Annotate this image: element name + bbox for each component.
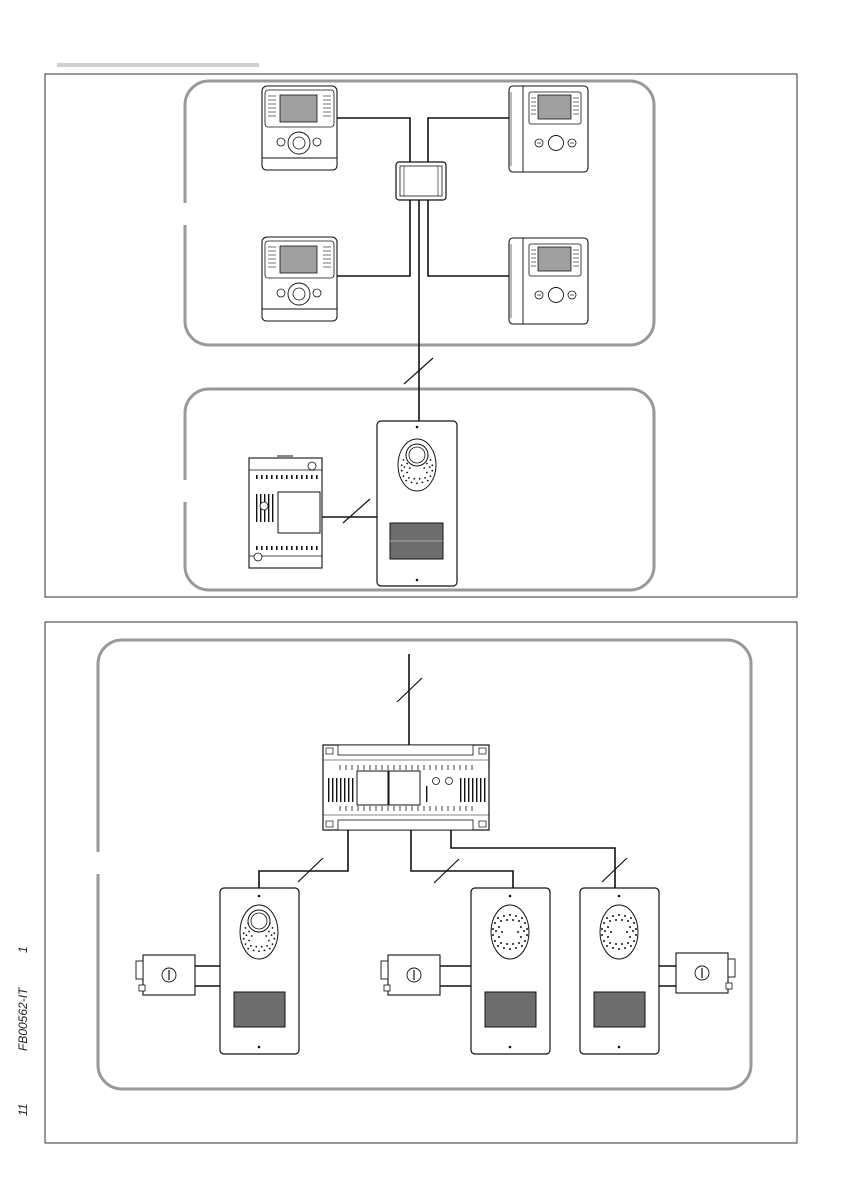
wall-monitor-icon xyxy=(509,238,588,324)
zone-gap xyxy=(182,203,188,225)
electric-lock-icon xyxy=(136,955,195,995)
document-code: FB00562-IT xyxy=(16,988,30,1051)
power-supply-icon xyxy=(249,456,322,568)
electric-lock-icon xyxy=(676,953,735,993)
wall-monitor-icon xyxy=(509,86,588,172)
header-bar xyxy=(57,63,259,67)
controller-icon xyxy=(323,745,489,830)
zone-gap xyxy=(182,480,188,502)
video-monitor-icon xyxy=(262,237,337,321)
entry-panel-icon xyxy=(471,888,550,1054)
entry-panel-icon xyxy=(220,888,299,1054)
entry-panel-icon xyxy=(377,421,457,586)
distributor-icon xyxy=(396,162,446,200)
page-number-right: 1 xyxy=(16,946,30,953)
zone-gap xyxy=(95,852,101,874)
electric-lock-icon xyxy=(381,955,440,995)
figure-frame-bottom xyxy=(45,622,797,1143)
entry-panel-icon xyxy=(580,888,659,1054)
page-number-left: 11 xyxy=(16,1104,30,1116)
video-monitor-icon xyxy=(262,86,337,170)
